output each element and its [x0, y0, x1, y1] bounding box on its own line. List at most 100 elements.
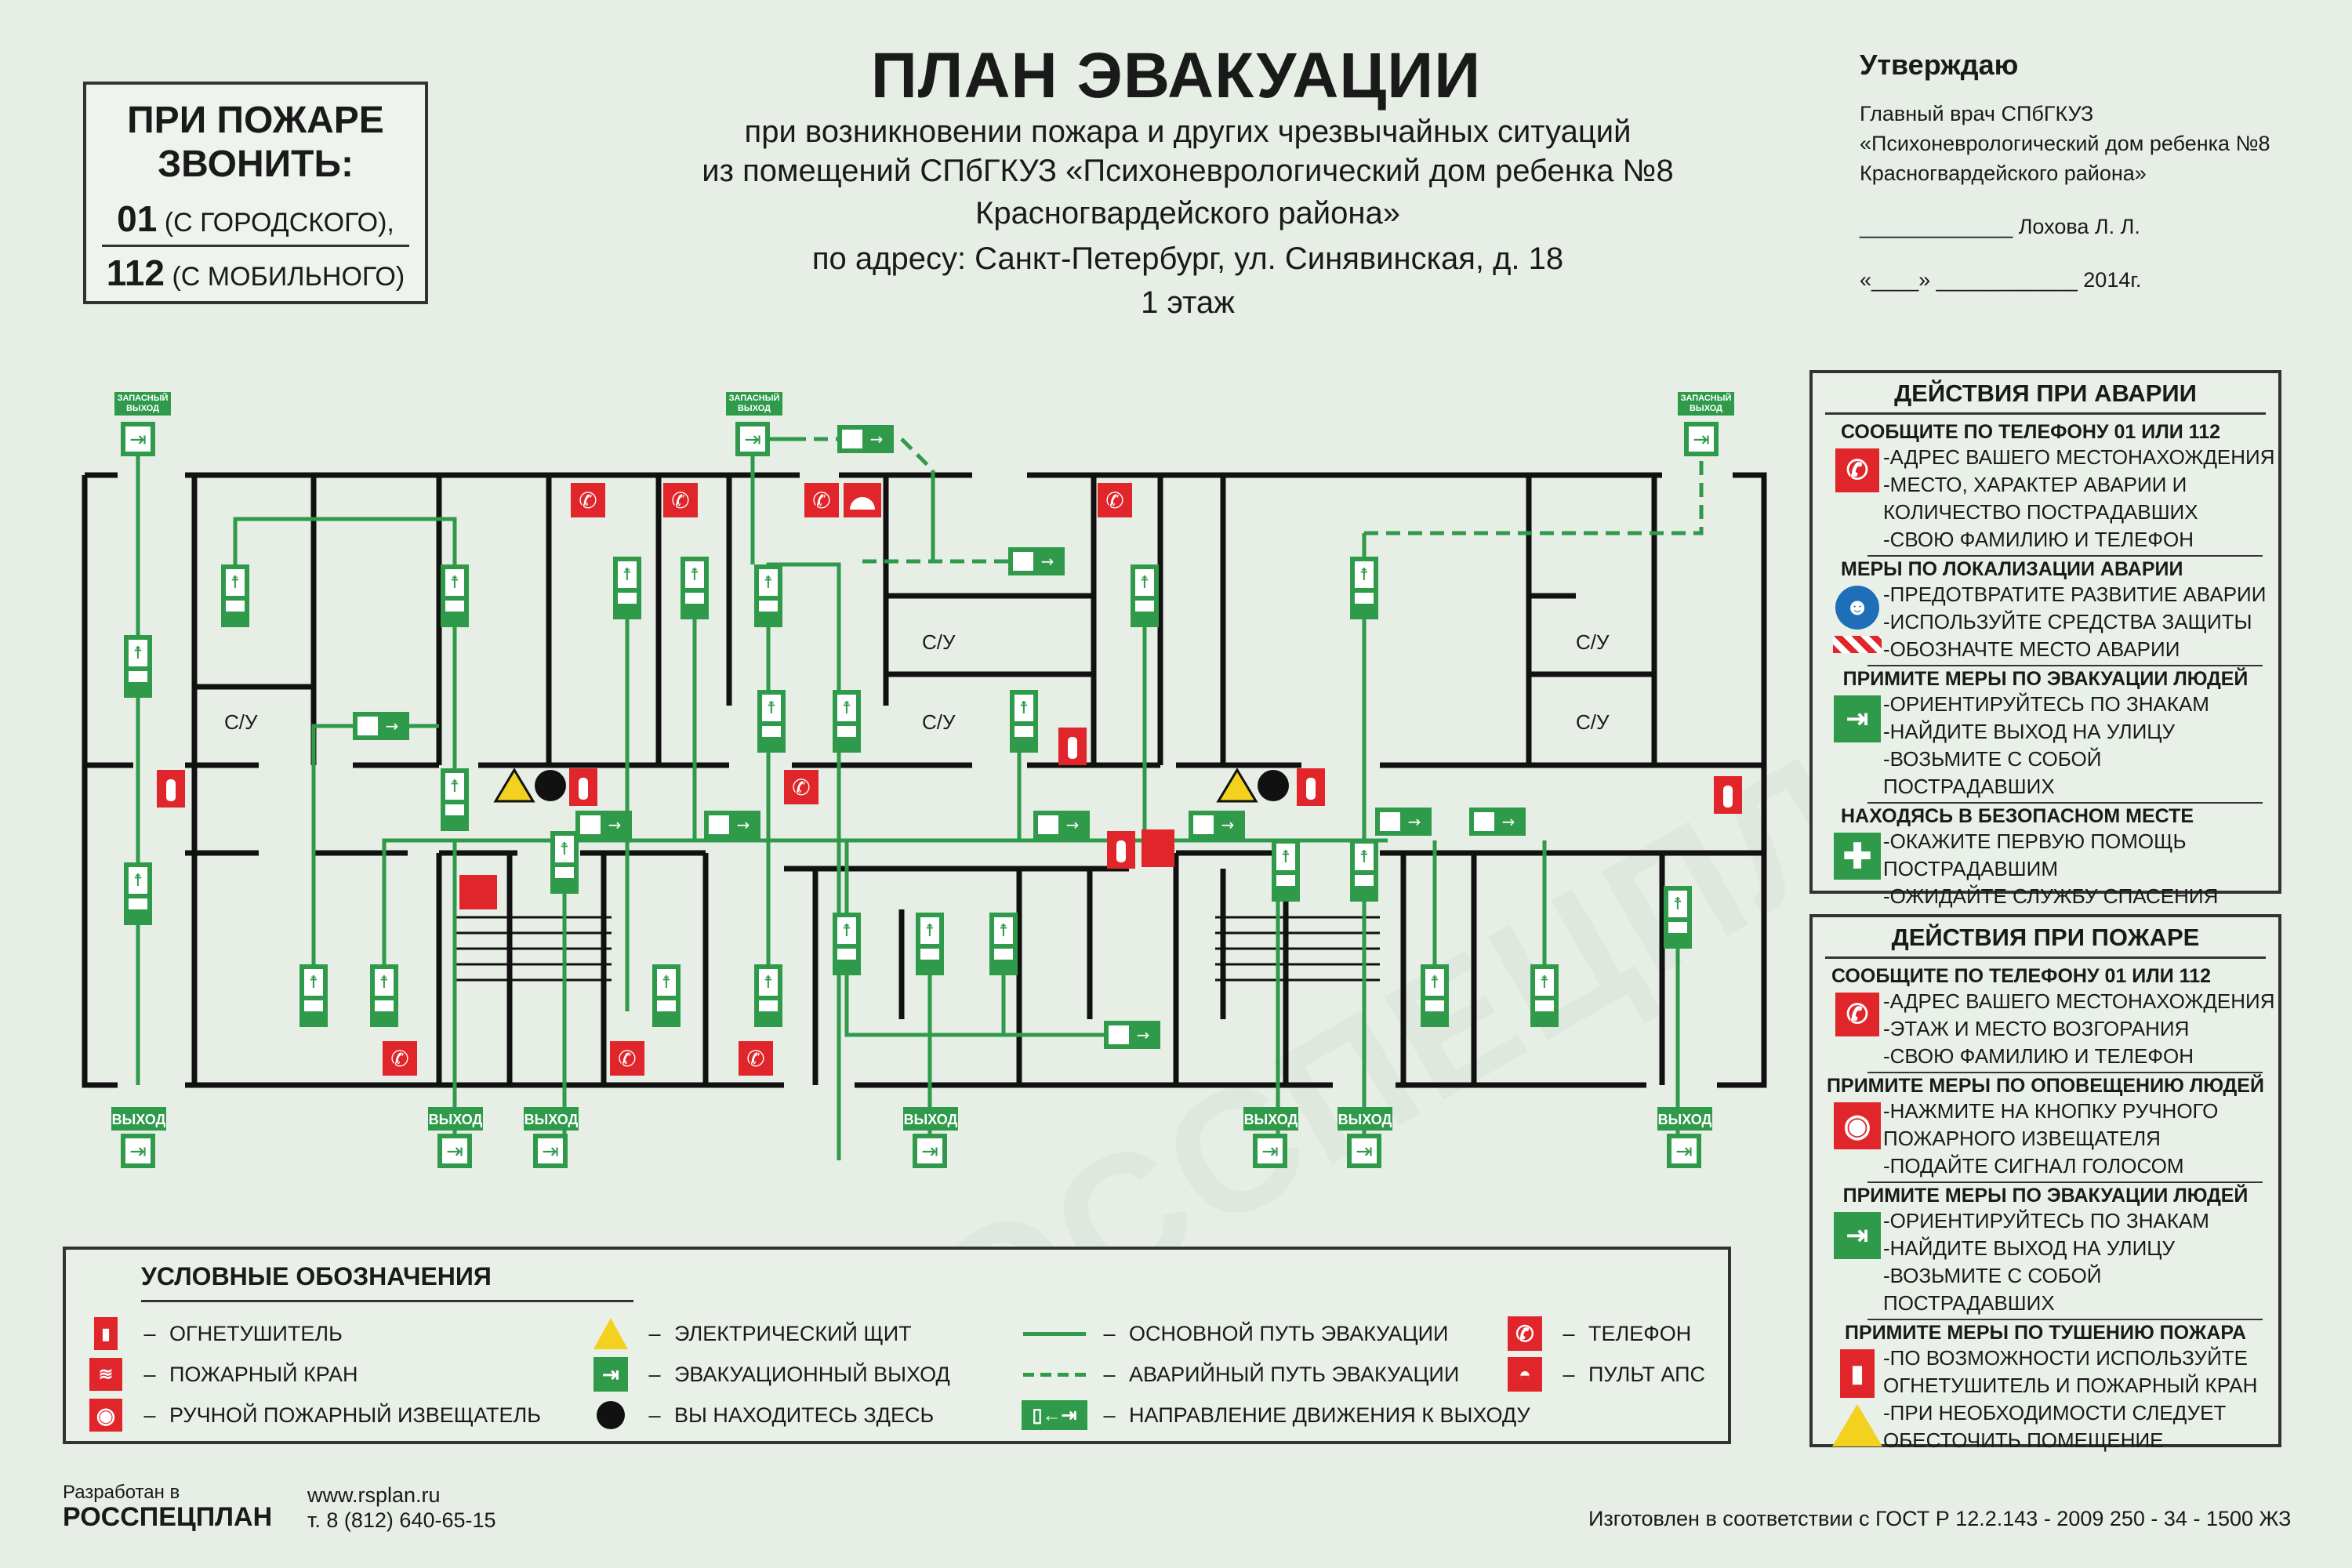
- fire-section-extinguish: ПРИМИТЕ МЕРЫ ПО ТУШЕНИЮ ПОЖАРА: [1845, 1322, 2246, 1344]
- dashed-line-icon: [1023, 1372, 1086, 1377]
- subtitle-line-1: при возникновении пожара и других чрезвы…: [744, 114, 1632, 149]
- exit-label: ВЫХОД: [111, 1112, 166, 1127]
- approval-line-3: Красногвардейского района»: [1860, 162, 2147, 185]
- phone-city-note: (С ГОРОДСКОГО),: [164, 208, 394, 238]
- subtitle-line-2: из помещений СПбГКУЗ «Психоневрологическ…: [702, 154, 1674, 188]
- phone-mobile-number: 112: [106, 252, 165, 293]
- exit-signs: [111, 392, 1734, 1168]
- legend: УСЛОВНЫЕ ОБОЗНАЧЕНИЯ ▮ – ОГНЕТУШИТЕЛЬ ≋ …: [63, 1247, 1731, 1444]
- stairs-right: [1215, 916, 1380, 982]
- accident-safe-item: -ОКАЖИТЕ ПЕРВУЮ ПОМОЩЬ: [1883, 829, 2187, 853]
- protective-gear-icon: ☻: [1835, 586, 1879, 630]
- phone-city-number: 01: [117, 198, 158, 239]
- fire-report-item: -СВОЮ ФАМИЛИЮ И ТЕЛЕФОН: [1883, 1044, 2194, 1068]
- developer-website: www.rsplan.ru: [307, 1483, 441, 1507]
- approval-line-2: «Психоневрологический дом ребенка №8: [1860, 132, 2270, 155]
- fire-evacuate-item: -ОРИЕНТИРУЙТЕСЬ ПО ЗНАКАМ: [1883, 1209, 2209, 1232]
- approval-heading: Утверждаю: [1860, 49, 2019, 81]
- fire-hose-icon: ≋: [89, 1358, 122, 1391]
- emergency-evacuation-paths: [136, 437, 1704, 644]
- accident-localize-item: -ИСПОЛЬЗУЙТЕ СРЕДСТВА ЗАЩИТЫ: [1883, 610, 2252, 633]
- room-label-wc: С/У: [224, 710, 258, 734]
- legend-item-you-are-here: – ВЫ НАХОДИТЕСЬ ЗДЕСЬ: [586, 1396, 934, 1435]
- legend-item-main-route: – ОСНОВНОЙ ПУТЬ ЭВАКУАЦИИ: [1019, 1314, 1448, 1353]
- accident-report-item: -СВОЮ ФАМИЛИЮ И ТЕЛЕФОН: [1883, 528, 2194, 551]
- legend-item-electrical-panel: – ЭЛЕКТРИЧЕСКИЙ ЩИТ: [586, 1314, 912, 1353]
- accident-localize-item: -ПРЕДОТВРАТИТЕ РАЗВИТИЕ АВАРИИ: [1883, 583, 2267, 606]
- fire-alarm-button-icon: ◉: [89, 1399, 122, 1432]
- legend-item-manual-call-point: ◉ – РУЧНОЙ ПОЖАРНЫЙ ИЗВЕЩАТЕЛЬ: [82, 1396, 541, 1435]
- fire-panel-heading: ДЕЙСТВИЯ ПРИ ПОЖАРЕ: [1825, 924, 2266, 959]
- alarm-console-icon: ◓: [1508, 1357, 1542, 1392]
- gost-note: Изготовлен в соответствии с ГОСТ Р 12.2.…: [1588, 1507, 2292, 1530]
- fire-call-line-1: ПРИ ПОЖАРЕ: [127, 100, 384, 141]
- fire-actions-panel: ДЕЙСТВИЯ ПРИ ПОЖАРЕ СООБЩИТЕ ПО ТЕЛЕФОНУ…: [1809, 914, 2281, 1452]
- you-are-here-icon: [597, 1401, 625, 1429]
- room-label-wc: С/У: [922, 710, 956, 734]
- accident-evacuate-item: -НАЙДИТЕ ВЫХОД НА УЛИЦУ: [1883, 720, 2176, 743]
- fire-extinguish-item: ОГНЕТУШИТЕЛЬ И ПОЖАРНЫЙ КРАН: [1883, 1374, 2258, 1397]
- exit-icon: ⇥: [593, 1357, 628, 1392]
- fire-call-line-2: ЗВОНИТЬ:: [158, 143, 354, 185]
- hazard-tape-icon: [1833, 636, 1882, 653]
- legend-item-emergency-route: – АВАРИЙНЫЙ ПУТЬ ЭВАКУАЦИИ: [1019, 1355, 1459, 1394]
- phone-icon: ✆: [1508, 1316, 1542, 1351]
- legend-item-fire-hydrant: ≋ – ПОЖАРНЫЙ КРАН: [82, 1355, 358, 1394]
- electric-hazard-icon: [593, 1318, 628, 1349]
- accident-actions-panel: ДЕЙСТВИЯ ПРИ АВАРИИ СООБЩИТЕ ПО ТЕЛЕФОНУ…: [1809, 370, 2281, 908]
- legend-title: УСЛОВНЫЕ ОБОЗНАЧЕНИЯ: [141, 1262, 492, 1290]
- accident-localize-item: -ОБОЗНАЧТЕ МЕСТО АВАРИИ: [1883, 637, 2180, 661]
- approval-signature: _____________ Лохова Л. Л.: [1860, 215, 2140, 238]
- subtitle-line-3: Красногвардейского района»: [975, 196, 1400, 230]
- fire-alarm-button-icon: ◉: [1834, 1102, 1881, 1149]
- fire-section-report: СООБЩИТЕ ПО ТЕЛЕФОНУ 01 ИЛИ 112: [1831, 965, 2211, 987]
- accident-safe-item: -ОЖИДАЙТЕ СЛУЖБУ СПАСЕНИЯ: [1883, 884, 2219, 908]
- fire-alert-item: -НАЖМИТЕ НА КНОПКУ РУЧНОГО: [1883, 1099, 2219, 1123]
- exit-label: ВЫХОД: [1338, 1112, 1392, 1127]
- first-aid-icon: ✚: [1834, 833, 1881, 880]
- legend-item-emergency-exit: ⇥ – ЭВАКУАЦИОННЫЙ ВЫХОД: [586, 1355, 950, 1394]
- walls: [82, 472, 1767, 1088]
- fire-extinguish-item: ОБЕСТОЧИТЬ ПОМЕЩЕНИЕ: [1883, 1428, 2164, 1452]
- fire-extinguish-item: -ПРИ НЕОБХОДИМОСТИ СЛЕДУЕТ: [1883, 1401, 2227, 1425]
- fire-alert-item: ПОЖАРНОГО ИЗВЕЩАТЕЛЯ: [1883, 1127, 2161, 1150]
- exit-label: ВЫХОД: [903, 1112, 958, 1127]
- accident-report-item: -МЕСТО, ХАРАКТЕР АВАРИИ И: [1883, 473, 2187, 496]
- subtitle-floor: 1 этаж: [1141, 285, 1235, 320]
- legend-item-direction: ▯←⇥ – НАПРАВЛЕНИЕ ДВИЖЕНИЯ К ВЫХОДУ: [1019, 1396, 1530, 1435]
- spare-exit-label: ЗАПАСНЫЙ ВЫХОД: [728, 394, 780, 413]
- accident-safe-item: ПОСТРАДАВШИМ: [1883, 857, 2058, 880]
- legend-item-alarm-console: ◓ – ПУЛЬТ АПС: [1501, 1355, 1705, 1394]
- legend-item-telephone: ✆ – ТЕЛЕФОН: [1501, 1314, 1691, 1353]
- fire-section-evacuate: ПРИМИТЕ МЕРЫ ПО ЭВАКУАЦИИ ЛЮДЕЙ: [1842, 1185, 2249, 1207]
- fire-evacuate-item: -НАЙДИТЕ ВЫХОД НА УЛИЦУ: [1883, 1236, 2176, 1260]
- spare-exit-label: ЗАПАСНЫЙ ВЫХОД: [1680, 394, 1732, 413]
- spare-exit-label: ЗАПАСНЫЙ ВЫХОД: [117, 394, 169, 413]
- subtitle-address: по адресу: Санкт-Петербург, ул. Синявинс…: [811, 241, 1564, 276]
- electric-hazard-icon: [1832, 1404, 1882, 1446]
- room-label-wc: С/У: [1576, 630, 1610, 654]
- extinguisher-icon: ▮: [1840, 1349, 1875, 1398]
- exit-label: ВЫХОД: [1657, 1112, 1712, 1127]
- fire-alert-item: -ПОДАЙТЕ СИГНАЛ ГОЛОСОМ: [1883, 1154, 2184, 1178]
- room-label-wc: С/У: [922, 630, 956, 654]
- accident-report-item: -АДРЕС ВАШЕГО МЕСТОНАХОЖДЕНИЯ: [1883, 445, 2275, 469]
- fire-report-item: -ЭТАЖ И МЕСТО ВОЗГОРАНИЯ: [1883, 1017, 2190, 1040]
- exit-icon: ⇥: [1834, 1212, 1881, 1259]
- approval-date: «____» ____________ 2014г.: [1860, 268, 2142, 292]
- phone-mobile-note: (С МОБИЛЬНОГО): [172, 262, 405, 292]
- fire-call-box: ПРИ ПОЖАРЕ ЗВОНИТЬ: 01 (С ГОРОДСКОГО), 1…: [83, 82, 428, 304]
- exit-label: ВЫХОД: [524, 1112, 579, 1127]
- approval-line-1: Главный врач СПбГКУЗ: [1860, 102, 2094, 125]
- exit-label: ВЫХОД: [428, 1112, 483, 1127]
- direction-arrow-icon: ▯←⇥: [1022, 1400, 1087, 1430]
- accident-section-report: СООБЩИТЕ ПО ТЕЛЕФОНУ 01 ИЛИ 112: [1841, 421, 2220, 443]
- room-label-wc: С/У: [1576, 710, 1610, 734]
- approval-block: Утверждаю Главный врач СПбГКУЗ «Психонев…: [1860, 50, 2270, 295]
- fire-section-alert: ПРИМИТЕ МЕРЫ ПО ОПОВЕЩЕНИЮ ЛЮДЕЙ: [1827, 1075, 2264, 1097]
- fire-equipment: [157, 483, 1742, 1076]
- accident-panel-heading: ДЕЙСТВИЯ ПРИ АВАРИИ: [1825, 379, 2266, 415]
- accident-section-evacuate: ПРИМИТЕ МЕРЫ ПО ЭВАКУАЦИИ ЛЮДЕЙ: [1842, 668, 2249, 690]
- solid-line-icon: [1023, 1331, 1086, 1336]
- accident-section-localize: МЕРЫ ПО ЛОКАЛИЗАЦИИ АВАРИИ: [1841, 558, 2183, 580]
